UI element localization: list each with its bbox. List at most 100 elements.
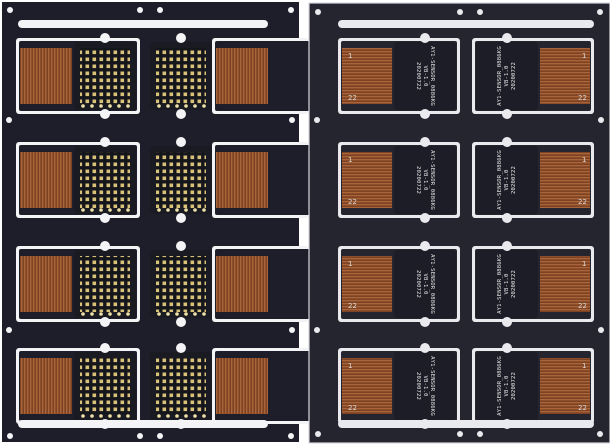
mounting-hole bbox=[477, 9, 483, 15]
silk-version: VB-1.0 bbox=[422, 273, 428, 294]
pad bbox=[166, 414, 170, 418]
tooling-hole bbox=[420, 137, 430, 147]
pin-number-end: 22 bbox=[578, 198, 587, 206]
tooling-hole bbox=[420, 241, 430, 251]
pad bbox=[202, 312, 206, 316]
tooling-hole bbox=[100, 137, 110, 147]
tooling-hole bbox=[100, 343, 110, 353]
flex-cable bbox=[216, 152, 268, 208]
pad bbox=[99, 414, 103, 418]
pin-number-end: 22 bbox=[348, 94, 357, 102]
tooling-hole bbox=[176, 343, 186, 353]
pad bbox=[117, 312, 121, 316]
flex-cable bbox=[20, 358, 72, 414]
pad bbox=[117, 414, 121, 418]
pad bbox=[108, 414, 112, 418]
tooling-hole bbox=[176, 33, 186, 43]
tooling-hole bbox=[420, 317, 430, 327]
pin-number-start: 1 bbox=[582, 362, 586, 370]
pcb-unit bbox=[150, 33, 338, 119]
pad bbox=[90, 208, 94, 212]
mounting-hole bbox=[6, 327, 12, 333]
tooling-hole bbox=[502, 33, 512, 43]
mounting-hole bbox=[7, 7, 13, 13]
rigid-section bbox=[476, 250, 538, 318]
silk-version: VB-1.0 bbox=[504, 375, 510, 396]
pin-number-start: 1 bbox=[582, 52, 586, 60]
silk-part-number: AY1-SENSOR_0886KG bbox=[429, 46, 435, 106]
pad bbox=[175, 414, 179, 418]
pad bbox=[202, 104, 206, 108]
silk-part-number: AY1-SENSOR_0886KG bbox=[497, 150, 503, 210]
pin-number-start: 1 bbox=[582, 260, 586, 268]
silk-date: 20200722 bbox=[511, 166, 517, 194]
mounting-hole bbox=[157, 433, 163, 439]
pin-number-end: 22 bbox=[348, 198, 357, 206]
pad bbox=[166, 104, 170, 108]
pad bbox=[166, 208, 170, 212]
pad bbox=[193, 414, 197, 418]
flex-cable bbox=[342, 48, 392, 104]
mounting-hole bbox=[457, 431, 463, 437]
bga-pad-array bbox=[156, 256, 206, 312]
bga-pad-array bbox=[156, 48, 206, 104]
bga-pad-array bbox=[156, 152, 206, 208]
tooling-hole bbox=[100, 33, 110, 43]
pad bbox=[157, 104, 161, 108]
pad bbox=[90, 104, 94, 108]
pin-number-end: 22 bbox=[578, 404, 587, 412]
frame-slot bbox=[18, 20, 268, 28]
flex-cable bbox=[20, 152, 72, 208]
bga-pad-array bbox=[80, 152, 130, 208]
pin-number-end: 22 bbox=[348, 404, 357, 412]
pad bbox=[81, 414, 85, 418]
mounting-hole bbox=[7, 433, 13, 439]
pin-number-end: 22 bbox=[578, 94, 587, 102]
tooling-hole bbox=[176, 317, 186, 327]
tooling-hole bbox=[176, 213, 186, 223]
flex-cable bbox=[216, 358, 268, 414]
silk-date: 20200722 bbox=[415, 62, 421, 90]
pad bbox=[99, 312, 103, 316]
tooling-hole bbox=[100, 241, 110, 251]
pad bbox=[202, 414, 206, 418]
pin-number-start: 1 bbox=[348, 52, 352, 60]
pad bbox=[108, 208, 112, 212]
mounting-hole bbox=[289, 327, 295, 333]
pad bbox=[117, 104, 121, 108]
pad bbox=[126, 312, 130, 316]
pad bbox=[175, 104, 179, 108]
mounting-hole bbox=[477, 431, 483, 437]
mounting-hole bbox=[457, 9, 463, 15]
mounting-hole bbox=[597, 9, 603, 15]
mounting-hole bbox=[314, 327, 320, 333]
pad bbox=[202, 208, 206, 212]
flex-cable bbox=[540, 358, 590, 414]
flex-cable bbox=[540, 256, 590, 312]
pad bbox=[157, 414, 161, 418]
pad bbox=[108, 312, 112, 316]
pin-number-start: 1 bbox=[348, 260, 352, 268]
tooling-hole bbox=[502, 137, 512, 147]
flex-cable bbox=[342, 256, 392, 312]
silk-part-number: AY1-SENSOR_0886KG bbox=[429, 254, 435, 314]
silk-part-number: AY1-SENSOR_0886KG bbox=[429, 150, 435, 210]
pad bbox=[99, 208, 103, 212]
silk-part-number: AY1-SENSOR_0886KG bbox=[497, 254, 503, 314]
pad bbox=[90, 312, 94, 316]
mounting-hole bbox=[289, 117, 295, 123]
pad bbox=[126, 414, 130, 418]
flex-cable bbox=[216, 48, 268, 104]
pad bbox=[81, 208, 85, 212]
pin-number-start: 1 bbox=[348, 362, 352, 370]
